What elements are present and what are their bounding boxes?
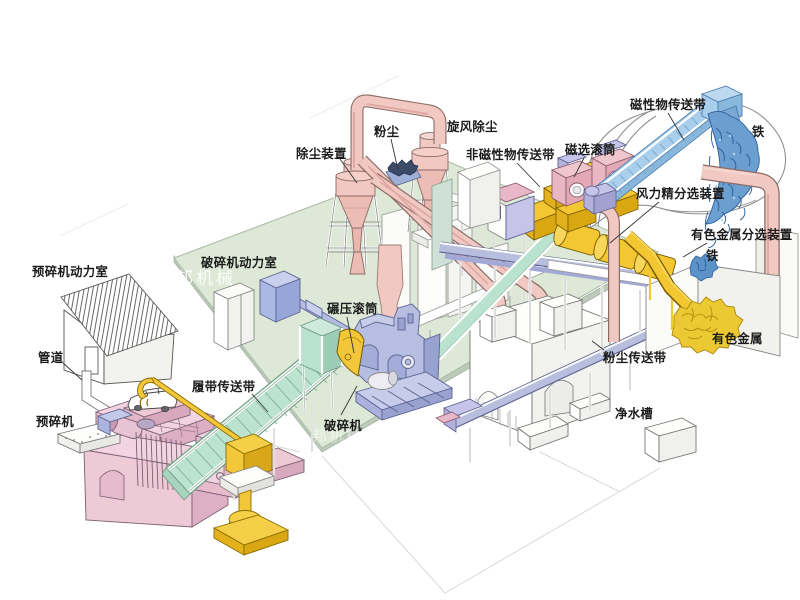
labels-layer: 除尘装置 粉尘 旋风除尘 磁性物传送带 铁 非磁性物传送带 磁选滚筒 风力精分选… — [32, 97, 793, 433]
label-crusher-power-room: 破碎机动力室 — [201, 255, 277, 270]
watermark-text: 邦机械 — [176, 269, 236, 288]
label-dust: 粉尘 — [374, 124, 400, 139]
label-dust-collector: 除尘装置 — [296, 146, 347, 161]
cabinet — [212, 282, 256, 351]
dust-pile — [387, 159, 419, 177]
label-nonferrous-separator: 有色金属分选装置 — [691, 227, 793, 242]
label-cyclone-dust-removal: 旋风除尘 — [446, 119, 498, 134]
label-iron-top: 铁 — [752, 124, 765, 139]
label-crusher: 破碎机 — [324, 418, 362, 433]
label-rolling-drum: 碾压滚筒 — [327, 301, 378, 316]
label-magnetic-conveyor: 磁性物传送带 — [630, 97, 706, 112]
label-magnetic-drum: 磁选滚筒 — [565, 142, 616, 157]
label-precrusher: 预碎机 — [36, 414, 74, 429]
dust-conveyor — [435, 317, 675, 462]
nonferrous-pile — [671, 296, 744, 355]
label-precrusher-power-room: 预碎机动力室 — [32, 264, 108, 279]
precrusher-power-room-house — [60, 273, 179, 385]
iron-pile — [704, 111, 760, 249]
crusher-machine — [351, 244, 454, 421]
track-conveyor-belt — [161, 317, 365, 501]
label-iron-right: 铁 — [706, 248, 719, 263]
feeding-crane — [137, 376, 290, 556]
label-pipe: 管道 — [38, 350, 64, 365]
label-nonmagnetic-conveyor: 非磁性物传送带 — [466, 147, 555, 162]
label-dust-conveyor: 粉尘传送带 — [603, 350, 667, 365]
iron-pile-small — [689, 253, 719, 282]
leader-lines — [62, 112, 708, 416]
label-track-conveyor: 履带传送带 — [191, 379, 256, 394]
label-nonferrous-metal: 有色金属 — [712, 331, 763, 346]
watermark-text-2: 邦机械 — [312, 428, 363, 445]
exhaust-pipe-right — [700, 164, 780, 288]
label-wind-separator: 风力精分选装置 — [636, 186, 725, 201]
nonferrous-conveyor — [623, 230, 699, 330]
label-clean-water-tank: 净水槽 — [615, 406, 653, 421]
separation-line — [398, 139, 771, 392]
